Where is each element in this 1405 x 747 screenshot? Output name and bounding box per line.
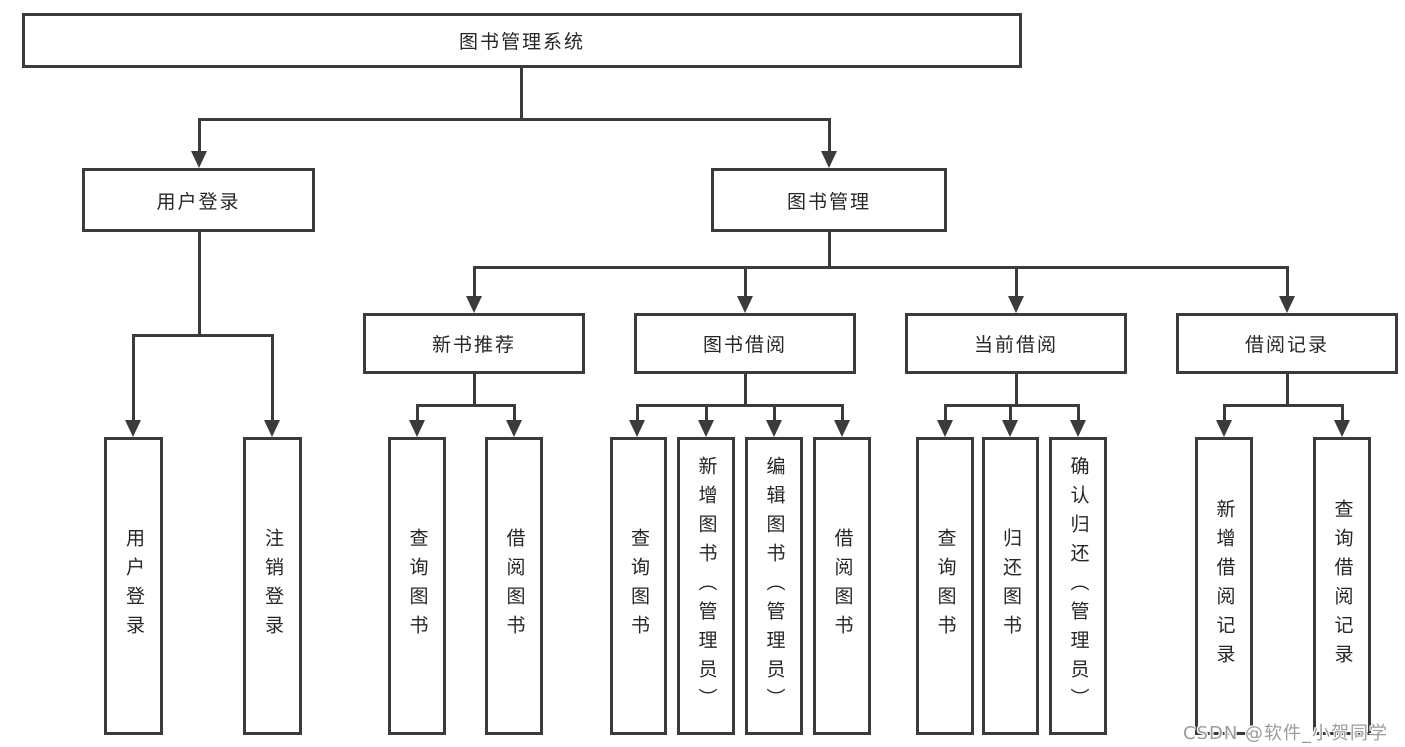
connector-line-h — [198, 118, 831, 121]
leaf-borrow-books: 借阅图书 — [813, 437, 871, 735]
leaf-borrow-query-books: 查询图书 — [610, 437, 667, 735]
connector-line-h — [1223, 404, 1344, 407]
connector-line-v — [744, 266, 747, 298]
connector-line-v — [513, 404, 516, 422]
connector-line-v — [1223, 404, 1226, 422]
node-user-login-label: 用户登录 — [156, 190, 241, 213]
arrow-down-icon — [629, 420, 645, 437]
arrow-down-icon — [1216, 420, 1232, 437]
arrow-down-icon — [766, 420, 782, 437]
connector-line-v — [773, 404, 776, 422]
node-borrow-records: 借阅记录 — [1176, 313, 1398, 374]
connector-line-v — [944, 404, 947, 422]
connector-line-v — [473, 374, 476, 407]
leaf-return-books-label: 归还图书 — [1000, 528, 1022, 644]
leaf-confirm-return-admin: 确认归还（管理员） — [1049, 437, 1107, 735]
leaf-recommend-borrow-books-label: 借阅图书 — [503, 528, 526, 644]
connector-line-v — [198, 232, 201, 337]
connector-line-v — [744, 374, 747, 407]
node-new-book-recommend-label: 新书推荐 — [431, 334, 516, 356]
connector-line-v — [1015, 266, 1018, 298]
leaf-edit-books-admin-label: 编辑图书（管理员） — [763, 455, 786, 717]
node-book-borrow: 图书借阅 — [634, 313, 856, 374]
connector-line-v — [1286, 266, 1289, 298]
arrow-down-icon — [698, 420, 714, 437]
leaf-add-books-admin-label: 新增图书（管理员） — [695, 455, 718, 717]
arrow-down-icon — [264, 420, 280, 437]
leaf-borrow-books-label: 借阅图书 — [831, 528, 854, 644]
connector-line-v — [416, 404, 419, 422]
leaf-edit-books-admin: 编辑图书（管理员） — [745, 437, 803, 735]
connector-line-v — [828, 118, 831, 153]
arrow-down-icon — [1002, 420, 1018, 437]
leaf-query-borrow-record-label: 查询借阅记录 — [1331, 499, 1354, 673]
connector-line-v — [1009, 404, 1012, 422]
connector-line-v — [1341, 404, 1344, 422]
leaf-recommend-borrow-books: 借阅图书 — [485, 437, 543, 735]
arrow-down-icon — [821, 151, 837, 168]
connector-line-h — [416, 404, 516, 407]
leaf-logout-label: 注销登录 — [262, 528, 284, 644]
leaf-recommend-query-books: 查询图书 — [388, 437, 446, 735]
node-book-management: 图书管理 — [711, 168, 947, 232]
node-current-borrow-label: 当前借阅 — [973, 334, 1058, 356]
connector-line-v — [1286, 374, 1289, 407]
arrow-down-icon — [409, 420, 425, 437]
leaf-confirm-return-admin-label: 确认归还（管理员） — [1067, 455, 1090, 717]
connector-line-v — [271, 334, 274, 422]
connector-line-v — [198, 118, 201, 153]
leaf-add-books-admin: 新增图书（管理员） — [677, 437, 735, 735]
arrow-down-icon — [1279, 296, 1295, 313]
leaf-return-books: 归还图书 — [982, 437, 1039, 735]
leaf-recommend-query-books-label: 查询图书 — [406, 528, 429, 644]
node-root: 图书管理系统 — [22, 13, 1022, 68]
node-new-book-recommend: 新书推荐 — [363, 313, 585, 374]
leaf-user-login-label: 用户登录 — [123, 528, 145, 644]
leaf-add-borrow-record-label: 新增借阅记录 — [1213, 499, 1236, 673]
arrow-down-icon — [937, 420, 953, 437]
node-book-management-label: 图书管理 — [786, 190, 871, 213]
arrow-down-icon — [1008, 296, 1024, 313]
node-current-borrow: 当前借阅 — [905, 313, 1127, 374]
csdn-watermark: CSDN @软件_小贺同学 — [1183, 723, 1389, 744]
leaf-query-borrow-record: 查询借阅记录 — [1313, 437, 1371, 735]
connector-line-v — [132, 334, 135, 422]
connector-line-h — [473, 266, 1289, 269]
arrow-down-icon — [125, 420, 141, 437]
node-root-label: 图书管理系统 — [458, 31, 585, 53]
connector-line-h — [636, 404, 844, 407]
connector-line-v — [473, 266, 476, 298]
arrow-down-icon — [1070, 420, 1086, 437]
connector-line-v — [1077, 404, 1080, 422]
connector-line-h — [944, 404, 1080, 407]
leaf-current-query-books-label: 查询图书 — [934, 528, 957, 644]
connector-line-v — [841, 404, 844, 422]
connector-line-v — [520, 68, 523, 121]
connector-line-v — [828, 232, 831, 269]
connector-line-h — [132, 334, 274, 337]
leaf-user-login: 用户登录 — [104, 437, 163, 735]
node-borrow-records-label: 借阅记录 — [1244, 334, 1329, 356]
arrow-down-icon — [1334, 420, 1350, 437]
arrow-down-icon — [737, 296, 753, 313]
node-user-login: 用户登录 — [82, 168, 315, 232]
leaf-add-borrow-record: 新增借阅记录 — [1195, 437, 1253, 735]
arrow-down-icon — [466, 296, 482, 313]
node-book-borrow-label: 图书借阅 — [702, 334, 787, 356]
arrow-down-icon — [191, 151, 207, 168]
leaf-current-query-books: 查询图书 — [916, 437, 974, 735]
arrow-down-icon — [834, 420, 850, 437]
connector-line-v — [705, 404, 708, 422]
connector-line-v — [636, 404, 639, 422]
leaf-logout: 注销登录 — [243, 437, 302, 735]
connector-line-v — [1015, 374, 1018, 407]
arrow-down-icon — [506, 420, 522, 437]
leaf-borrow-query-books-label: 查询图书 — [628, 528, 650, 644]
